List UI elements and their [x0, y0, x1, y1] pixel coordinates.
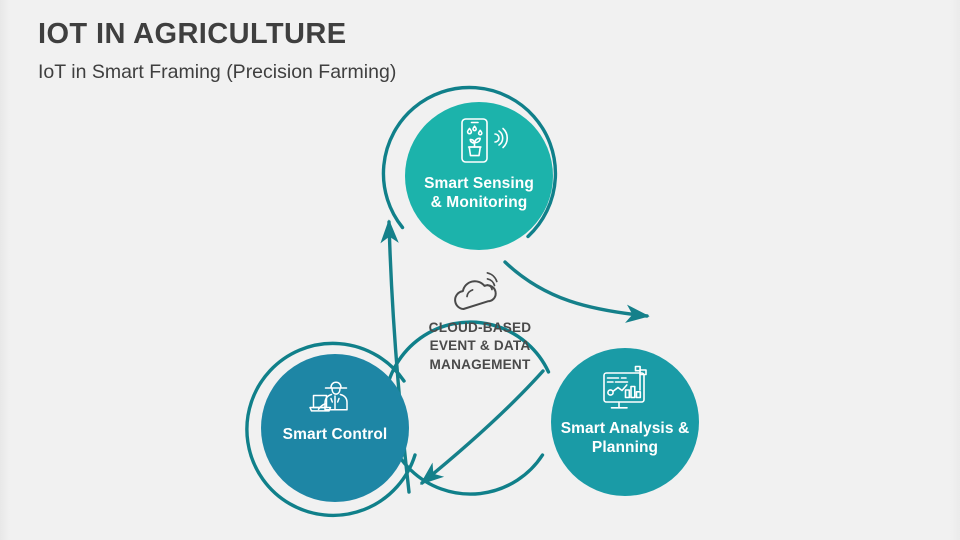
cloud-wifi-icon: [454, 272, 498, 310]
arrow-group: [380, 219, 650, 494]
slide-header: IOT IN AGRICULTURE IoT in Smart Framing …: [38, 18, 638, 85]
smartphone-plant-sensor-icon: [461, 118, 488, 163]
node-smart-analysis-circle[interactable]: [551, 348, 699, 496]
page-title: IOT IN AGRICULTURE: [38, 18, 347, 50]
arrow-analysis-to-control: [419, 369, 545, 485]
node-smart-control-circle[interactable]: [261, 354, 409, 502]
farmer-laptop-icon: [309, 381, 348, 412]
monitor-analytics-chart-icon: [603, 365, 647, 409]
ring-smart-sensing: [381, 85, 558, 239]
node-smart-sensing-circle[interactable]: [405, 102, 553, 250]
node-smart-sensing[interactable]: [405, 102, 553, 250]
arrow-sensing-to-analysis: [503, 260, 650, 323]
arrow-control-to-sensing: [380, 219, 411, 494]
node-smart-analysis[interactable]: [551, 348, 699, 496]
node-smart-control[interactable]: [261, 354, 409, 502]
ring-smart-control: [245, 341, 417, 518]
page-subtitle: IoT in Smart Framing (Precision Farming): [38, 61, 397, 84]
signal-wave-icon: [494, 127, 509, 149]
